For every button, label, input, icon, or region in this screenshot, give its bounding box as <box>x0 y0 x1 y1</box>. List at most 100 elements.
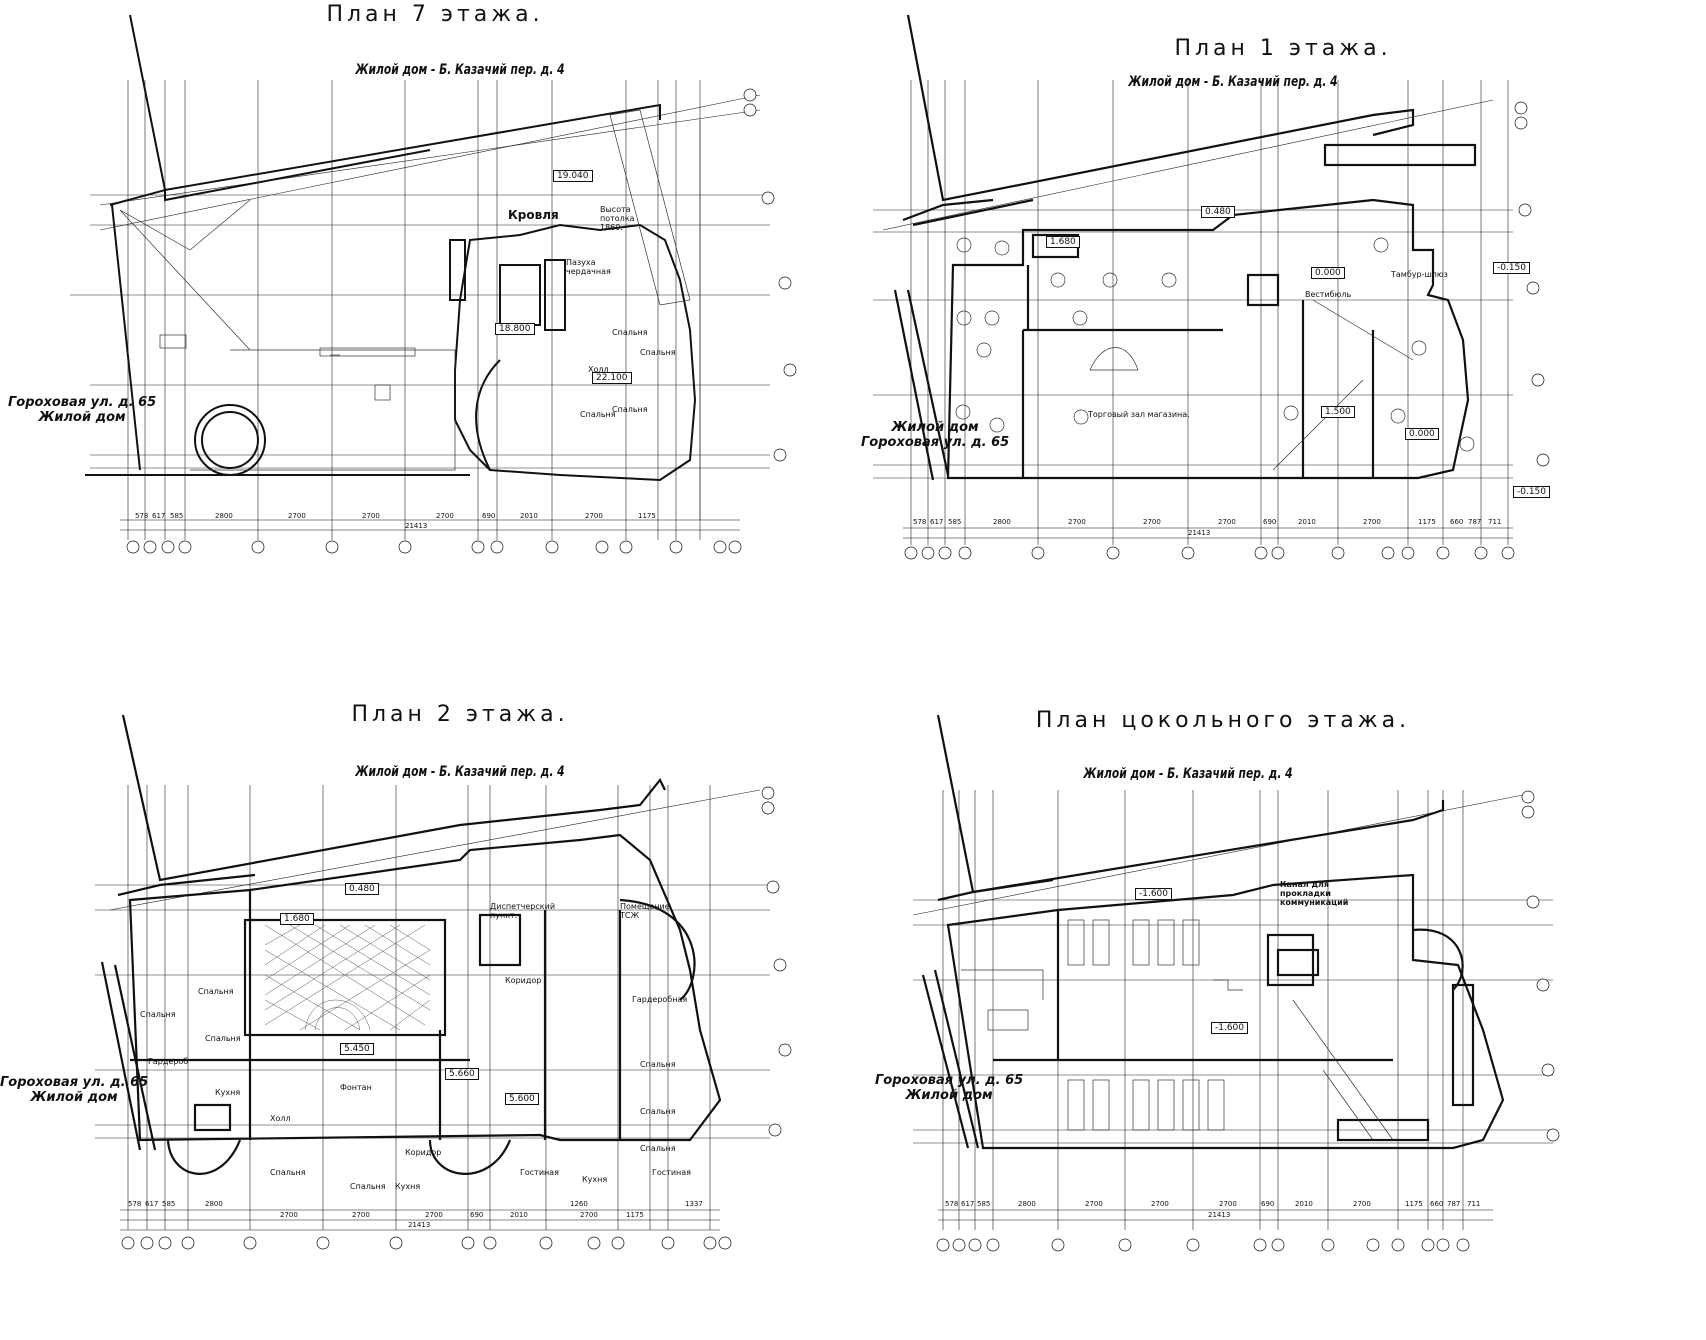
room-label: Коридор <box>405 1148 442 1157</box>
dimension: 2700 <box>1151 1200 1169 1208</box>
dimension: 1175 <box>626 1211 644 1219</box>
dimension: 617 <box>930 518 944 526</box>
room-label: Кухня <box>582 1175 608 1184</box>
dimension: 711 <box>1467 1200 1481 1208</box>
plan-7-floor: План 7 этажа. Жилой дом - Б. Казачий пер… <box>0 0 853 670</box>
plan-1-title: План 1 этажа. <box>1174 36 1392 61</box>
level-mark: 1.500 <box>1321 406 1355 418</box>
dimension: 2800 <box>215 512 233 520</box>
total-dimension: 21413 <box>405 522 428 530</box>
dimension: 1175 <box>1418 518 1436 526</box>
level-mark: 19.040 <box>553 170 593 182</box>
room-label: Торговый зал магазина. <box>1088 410 1190 419</box>
total-dimension: 21413 <box>408 1221 431 1229</box>
dimension: 585 <box>170 512 184 520</box>
dimension: 787 <box>1468 518 1482 526</box>
room-label: Гардероб <box>148 1057 189 1066</box>
level-mark: 5.450 <box>340 1043 374 1055</box>
plan-1-side-label: Жилой дом Гороховая ул. д. 65 <box>861 420 1010 450</box>
plan-basement-drawing <box>912 714 1560 1252</box>
room-label: Спальня <box>270 1168 306 1177</box>
room-label: Кровля <box>508 208 559 222</box>
level-mark: 1.680 <box>280 913 314 925</box>
room-label: Холл <box>588 365 609 374</box>
dimension: 2700 <box>1218 518 1236 526</box>
dimension: 1337 <box>685 1200 703 1208</box>
room-label: Спальня <box>580 410 616 419</box>
room-label: Спальня <box>640 1144 676 1153</box>
level-mark: 22.100 <box>592 372 632 384</box>
level-mark: 18.800 <box>495 323 535 335</box>
plan-1-drawing <box>873 14 1550 560</box>
dimension: 711 <box>1488 518 1502 526</box>
dimension: 2700 <box>1219 1200 1237 1208</box>
plan-2-subtitle: Жилой дом - Б. Казачий пер. д. 4 <box>355 764 565 780</box>
dimension: 2700 <box>1353 1200 1371 1208</box>
dimension: 660 <box>1450 518 1464 526</box>
room-label: Спальня <box>640 1107 676 1116</box>
dimension: 2700 <box>288 512 306 520</box>
total-dimension: 21413 <box>1208 1211 1231 1219</box>
dimension: 2010 <box>510 1211 528 1219</box>
room-label: Спальня <box>612 328 648 337</box>
room-label: Гостиная <box>520 1168 559 1177</box>
level-mark: -1.600 <box>1135 888 1173 900</box>
dimension: 617 <box>961 1200 975 1208</box>
dimension: 2700 <box>1085 1200 1103 1208</box>
dimension: 787 <box>1447 1200 1461 1208</box>
level-mark: 0.000 <box>1311 267 1345 279</box>
room-label: Кухня <box>215 1088 241 1097</box>
room-label: Спальня <box>140 1010 176 1019</box>
dimension: 690 <box>470 1211 484 1219</box>
plan-7-title: План 7 этажа. <box>326 2 544 27</box>
room-label: Спальня <box>612 405 648 414</box>
room-label: Помещение ТСЖ <box>620 902 670 920</box>
dimension: 2700 <box>580 1211 598 1219</box>
room-label: Пазуха чердачная <box>566 258 611 276</box>
dimension: 585 <box>977 1200 991 1208</box>
plan-basement-subtitle: Жилой дом - Б. Казачий пер. д. 4 <box>1083 766 1293 782</box>
level-mark: 0.000 <box>1405 428 1439 440</box>
room-label: Канал для прокладки коммуникаций <box>1280 880 1349 907</box>
dimension: 578 <box>913 518 927 526</box>
room-label: Тамбур-шлюз <box>1391 270 1448 279</box>
dimension: 2010 <box>520 512 538 520</box>
level-mark: 0.480 <box>1201 206 1235 218</box>
plan-2-floor: План 2 этажа. Жилой дом - Б. Казачий пер… <box>0 670 853 1340</box>
dimension: 660 <box>1430 1200 1444 1208</box>
plan-basement-side-label: Гороховая ул. д. 65 Жилой дом <box>875 1073 1024 1103</box>
plan-2-drawing <box>95 714 792 1250</box>
dimension: 2700 <box>1143 518 1161 526</box>
room-label: Кухня <box>395 1182 421 1191</box>
plan-basement-title: План цокольного этажа. <box>1035 708 1411 733</box>
total-dimension: 21413 <box>1188 529 1211 537</box>
dimension: 578 <box>135 512 149 520</box>
room-label: Вестибюль <box>1305 290 1352 299</box>
dimension: 2010 <box>1298 518 1316 526</box>
plan-7-side-label: Гороховая ул. д. 65 Жилой дом <box>8 395 157 425</box>
level-mark: 5.600 <box>505 1093 539 1105</box>
room-label: Диспетчерский пункт. <box>490 902 556 920</box>
dimension: 690 <box>482 512 496 520</box>
dimension: 2700 <box>352 1211 370 1219</box>
plan-1-floor: План 1 этажа. Жилой дом - Б. Казачий пер… <box>853 0 1706 670</box>
dimension: 690 <box>1261 1200 1275 1208</box>
room-label: Спальня <box>350 1182 386 1191</box>
dimension: 2800 <box>205 1200 223 1208</box>
dimension: 1175 <box>1405 1200 1423 1208</box>
plan-7-subtitle: Жилой дом - Б. Казачий пер. д. 4 <box>355 62 565 78</box>
dimension: 2700 <box>585 512 603 520</box>
dimension: 2700 <box>362 512 380 520</box>
room-label: Гардеробная <box>632 995 688 1004</box>
plan-7-drawing <box>70 14 797 554</box>
room-label: Гостиная <box>652 1168 691 1177</box>
dimension: 585 <box>948 518 962 526</box>
plan-basement: План цокольного этажа. Жилой дом - Б. Ка… <box>853 670 1706 1340</box>
room-label: Коридор <box>505 976 542 985</box>
dimension: 2010 <box>1295 1200 1313 1208</box>
dimension: 2700 <box>1068 518 1086 526</box>
dimension: 690 <box>1263 518 1277 526</box>
level-mark: -0.150 <box>1493 262 1531 274</box>
plan-1-subtitle: Жилой дом - Б. Казачий пер. д. 4 <box>1128 74 1338 90</box>
level-mark: 5.660 <box>445 1068 479 1080</box>
